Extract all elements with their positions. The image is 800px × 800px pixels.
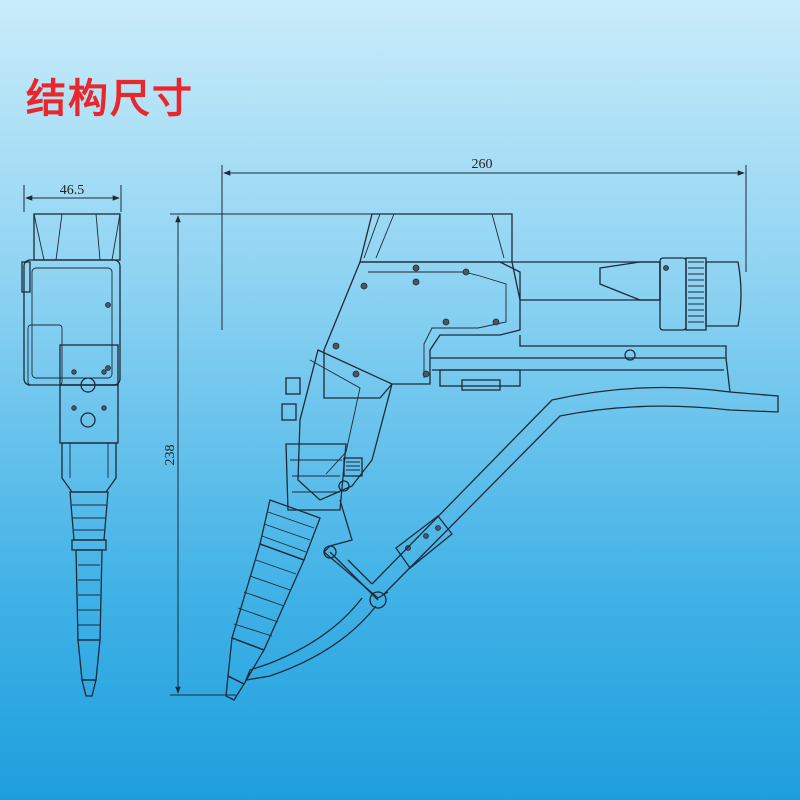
page-title: 结构尺寸: [26, 76, 194, 122]
dim-label-260: 260: [472, 157, 493, 172]
dim-label-238: 238: [163, 445, 178, 466]
dim-label-46-5: 46.5: [60, 183, 85, 198]
front-view: 46.5: [21, 183, 122, 697]
side-view: 260 238: [163, 157, 779, 701]
